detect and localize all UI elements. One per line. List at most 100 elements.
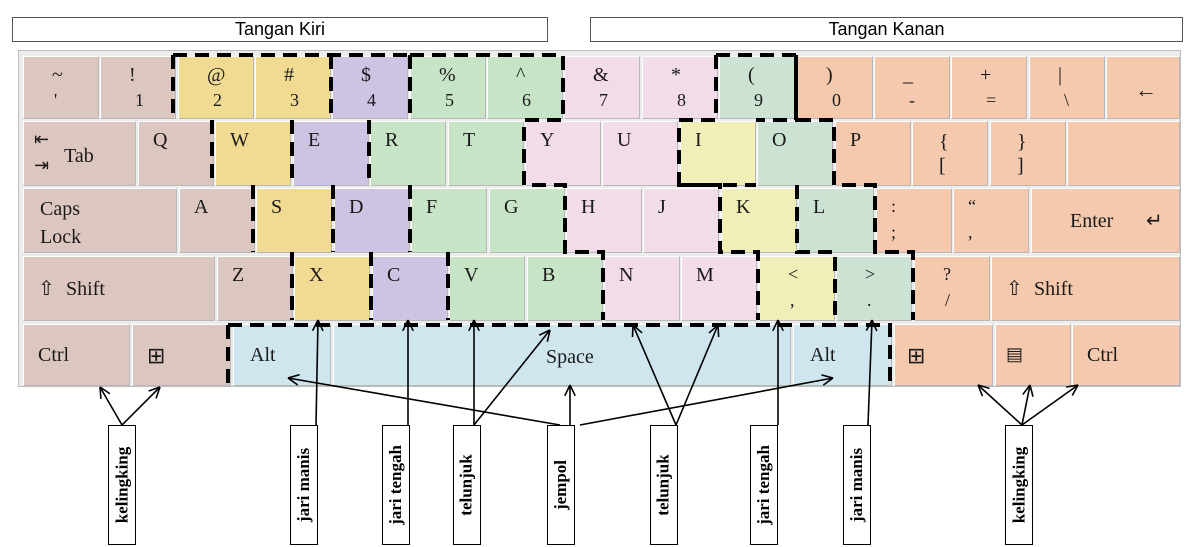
arrow-jempol-right-head2 [821,374,834,379]
key-home-10: :; [876,188,952,253]
key-shift-symbol: % [439,64,456,86]
zone-boundary-telunjuk-left [410,53,605,320]
key-label: Enter [1070,210,1114,232]
key-shift-symbol: ( [748,64,755,86]
key-home-6: H [566,188,642,253]
arrow-kelingking-left-a-head2 [99,386,102,400]
key-label: [ [939,155,946,177]
arrow-telunjuk-left-a-head2 [468,319,475,332]
key-number-14: ← [1106,56,1180,119]
key-label: W [230,129,249,151]
key-shift-symbol: ! [129,64,136,86]
key-base-symbol: 7 [599,90,608,110]
key-label: { [939,131,949,153]
key-top-6: Y [525,121,601,186]
key-top-12: }] [990,121,1066,186]
tab-left-arrow-icon: ⇤ [34,129,50,149]
key-bottom-0: Ctrl [23,324,130,386]
zone-boundary-kelingking-left [171,55,294,320]
finger-label-2: jari tengah [382,425,410,545]
key-shift-symbol: _ [903,64,913,86]
enter-arrow-icon: ↵ [1146,210,1163,232]
key-label: M [696,264,714,286]
key-label: J [658,196,666,218]
backspace-arrow-icon: ← [1135,77,1157,102]
key-shift-1: Z [217,256,293,321]
key-shift-3: C [372,256,448,321]
arrow-kelingking-right-c-head1 [1071,384,1079,396]
key-base-symbol: 2 [213,90,222,110]
arrow-jempol-left-head1 [287,373,300,379]
key-number-7: &7 [564,56,640,119]
key-label: < [788,264,799,284]
key-label: X [309,264,324,286]
key-bottom-2: Alt [233,324,331,386]
key-shift-6: N [604,256,680,321]
arrow-kelingking-right-a-head2 [977,384,984,397]
key-top-1: Q [138,121,214,186]
key-label: Q [153,129,168,151]
key-label: S [271,196,283,218]
finger-label-0: kelingking [108,425,136,545]
key-base-symbol: \ [1064,90,1070,110]
key-shift-10: ?/ [914,256,990,321]
arrow-telunjuk-right-b-head1 [717,324,720,338]
key-label: ] [1017,155,1024,177]
key-shift-symbol: * [671,64,681,86]
key-shift-symbol: ^ [516,64,526,86]
arrow-kelingking-right-c-head2 [1066,384,1079,388]
key-label: Tab [64,145,94,167]
key-label: N [619,264,634,286]
key-number-1: !1 [100,56,176,119]
key-base-symbol: = [986,90,997,110]
key-shift-5: B [527,256,603,321]
arrow-kelingking-left-a [99,386,123,426]
zone-boundary-tengah-left [367,55,450,320]
key-top-4: R [370,121,446,186]
arrow-jempol-right-head1 [822,377,834,386]
key-number-2: @2 [178,56,254,119]
arrow-kelingking-right-a [977,384,1023,426]
key-shift-0: ⇧Shift [23,256,215,321]
key-shift-symbol: | [1058,64,1063,86]
tab-right-arrow-icon: ⇥ [34,155,50,175]
key-label: R [385,129,399,151]
zone-boundary-manis-left [173,53,410,320]
key-label: > [865,264,876,284]
key-home-11: “, [953,188,1029,253]
arrow-telunjuk-left-b-head1 [546,329,551,342]
key-label: Ctrl [38,344,70,366]
arrow-telunjuk-left-b-head2 [538,329,551,336]
key-bottom-5: ⊞ [894,324,993,386]
key-base-symbol: 3 [290,90,299,110]
shift-arrow-icon: ⇧ [38,278,55,300]
key-top-0: ⇤ ⇥ Tab [23,121,136,186]
key-number-12: += [951,56,1027,119]
finger-label-5: telunjuk [650,425,678,545]
key-label: H [581,196,596,218]
key-top-13 [1067,121,1180,186]
key-label: Z [232,264,245,286]
arrow-kelingking-left-a-head1 [99,386,111,395]
key-shift-2: X [294,256,370,321]
key-base-symbol: ' [54,90,58,110]
key-top-2: W [215,121,291,186]
menu-icon: ▤ [1006,344,1024,364]
windows-icon: ⊞ [907,343,926,368]
key-home-12: Enter ↵ [1031,188,1180,253]
arrow-jempol-right [579,377,834,426]
key-number-11: _- [874,56,950,119]
arrow-jari-manis-left [315,319,319,426]
finger-label-6: jari tengah [750,425,778,545]
key-label: D [349,196,364,218]
arrow-telunjuk-left-b [473,329,551,426]
finger-label-text: kelingking [1009,446,1029,524]
key-top-11: {[ [912,121,988,186]
zone-boundary-manis-right [794,55,915,320]
arrow-jari-manis-left-head2 [311,319,319,332]
finger-label-1: jari manis [290,425,318,545]
left-hand-header: Tangan Kiri [12,17,548,42]
key-shift-4: V [449,256,525,321]
key-top-3: E [293,121,369,186]
key-label: E [308,129,321,151]
